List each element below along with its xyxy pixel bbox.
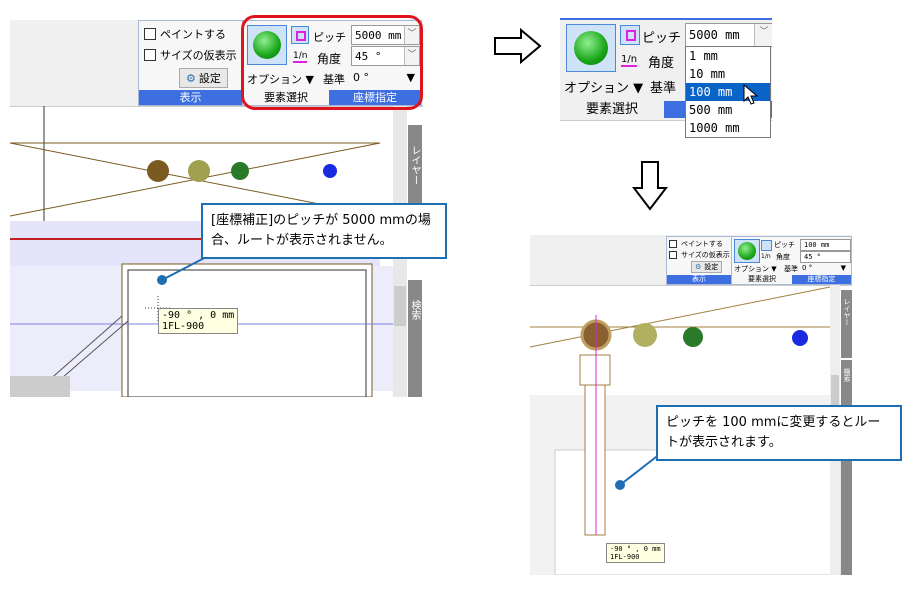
- snap-icon[interactable]: [291, 26, 309, 44]
- option-button[interactable]: オプション ▼: [247, 73, 314, 86]
- coord-group-label: 座標指定: [792, 275, 851, 284]
- gear-icon: ⚙: [186, 71, 196, 85]
- paint-label: ペイントする: [681, 240, 723, 248]
- paint-label: ペイントする: [160, 28, 226, 41]
- pitch-option[interactable]: 10 mm: [689, 67, 726, 81]
- mouse-cursor-icon: [743, 84, 759, 105]
- pitch-label: ピッチ: [642, 31, 682, 46]
- highlight-ring: [241, 15, 423, 110]
- tooltip-line: -90 ° , 0 mm: [610, 545, 661, 553]
- base-label: 基準: [784, 265, 798, 273]
- settings-label: 設定: [198, 72, 221, 85]
- side-tab-layer[interactable]: レイヤー: [841, 290, 852, 358]
- temp-size-label: サイズの仮表示: [160, 49, 237, 62]
- angle-label: 角度: [776, 253, 790, 261]
- pitch-value: 5000 mm: [355, 28, 402, 42]
- temp-size-checkbox[interactable]: サイズの仮表示: [144, 47, 237, 63]
- elem-group-label: 要素選択: [732, 275, 792, 284]
- display-group: ペイントする サイズの仮表示 ⚙設定 表示: [138, 20, 243, 106]
- settings-label: 設定: [704, 263, 719, 271]
- tooltip-line: -90 ° , 0 mm: [162, 310, 235, 321]
- base-select[interactable]: 0 °▼: [353, 71, 415, 84]
- temp-size-label: サイズの仮表示: [681, 251, 730, 259]
- chevron-down-icon[interactable]: ﹀: [404, 26, 419, 44]
- pitch-label: ピッチ: [313, 31, 346, 44]
- pitch-label: ピッチ: [774, 241, 795, 249]
- pitch-option[interactable]: 1000 mm: [689, 121, 740, 135]
- dropdown-screenshot: 1/n ピッチ 5000 mm ﹀ 角度 基準 オプション ▼ 要素選択 1 mm…: [560, 18, 772, 143]
- fraction-icon[interactable]: 1/n: [621, 54, 638, 67]
- angle-icon: [738, 242, 756, 260]
- snap-icon[interactable]: [620, 25, 640, 45]
- chevron-down-icon[interactable]: ﹀: [404, 47, 419, 65]
- callout-after: ピッチを 100 mmに変更するとルートが表示されます。: [656, 405, 902, 461]
- pitch-select[interactable]: 100 mm: [800, 239, 851, 251]
- coord-group-label: 座標指定: [329, 90, 421, 105]
- side-tab-search[interactable]: 検索: [841, 360, 852, 575]
- pitch-value: 5000 mm: [689, 28, 740, 42]
- pitch-dropdown-menu: 1 mm 10 mm 100 mm 500 mm 1000 mm: [685, 46, 771, 138]
- element-select-button[interactable]: [247, 25, 287, 65]
- base-label: 基準: [323, 73, 345, 86]
- snap-icon[interactable]: [761, 240, 772, 251]
- elem-group-label: 要素選択: [560, 101, 664, 118]
- paint-checkbox[interactable]: ペイントする: [669, 239, 723, 249]
- temp-size-checkbox[interactable]: サイズの仮表示: [669, 250, 730, 260]
- callout-pointer: [157, 254, 211, 285]
- option-button[interactable]: オプション ▼: [564, 81, 644, 96]
- option-label: オプション: [564, 81, 630, 96]
- angle-select[interactable]: 45 ° ﹀: [351, 46, 420, 66]
- element-select-button[interactable]: [734, 239, 760, 263]
- pitch-select[interactable]: 5000 mm﹀: [351, 25, 420, 45]
- base-select[interactable]: 0 °▼: [802, 264, 846, 272]
- angle-label: 角度: [317, 52, 342, 66]
- side-tab-search[interactable]: 検索: [408, 280, 422, 397]
- arrow-down-icon: [632, 161, 668, 211]
- angle-label: 角度: [648, 56, 675, 71]
- display-group-label: 表示: [667, 275, 731, 284]
- angle-icon: [253, 31, 281, 59]
- display-group: ペイントする サイズの仮表示 ⚙設定 表示: [666, 236, 732, 285]
- fraction-icon[interactable]: 1/n: [293, 51, 308, 63]
- paint-checkbox[interactable]: ペイントする: [144, 26, 226, 42]
- base-label: 基準: [650, 81, 677, 96]
- chevron-down-icon[interactable]: ﹀: [754, 24, 772, 46]
- settings-button[interactable]: ⚙設定: [691, 261, 723, 273]
- angle-value: 45 °: [804, 253, 821, 261]
- option-button[interactable]: オプション ▼: [734, 265, 777, 273]
- pitch-value: 100 mm: [804, 241, 830, 249]
- settings-button[interactable]: ⚙設定: [179, 68, 228, 88]
- pitch-option[interactable]: 1 mm: [689, 49, 718, 63]
- coord-group: 1/n ピッチ 5000 mm﹀ 角度 45 ° ﹀ オプション ▼ 基準 0 °…: [242, 20, 422, 106]
- element-select-button[interactable]: [566, 24, 616, 72]
- option-label: オプション: [247, 73, 302, 86]
- elem-group-label: 要素選択: [243, 90, 329, 105]
- callout-before: [座標補正]のピッチが 5000 mmの場合、ルートが表示されません。: [201, 203, 447, 259]
- base-value: 0 °: [802, 264, 813, 272]
- base-value: 0 °: [353, 71, 369, 84]
- tooltip-line: 1FL-900: [610, 553, 640, 561]
- display-group-label: 表示: [139, 90, 242, 105]
- pitch-select[interactable]: 5000 mm ﹀: [685, 23, 772, 47]
- angle-icon: [574, 31, 608, 65]
- fraction-icon[interactable]: 1/n: [761, 253, 771, 260]
- gear-icon: ⚙: [695, 263, 702, 271]
- option-label: オプション: [734, 265, 769, 273]
- arrow-right-icon: [494, 28, 542, 64]
- pitch-option[interactable]: 500 mm: [689, 103, 733, 117]
- tooltip-line: 1FL-900: [162, 321, 205, 332]
- angle-select[interactable]: 45 °: [800, 251, 851, 263]
- angle-value: 45 °: [355, 49, 382, 63]
- coord-group: 1/n ピッチ 100 mm 角度 45 ° オプション ▼ 基準 0 °▼ 要…: [731, 236, 852, 285]
